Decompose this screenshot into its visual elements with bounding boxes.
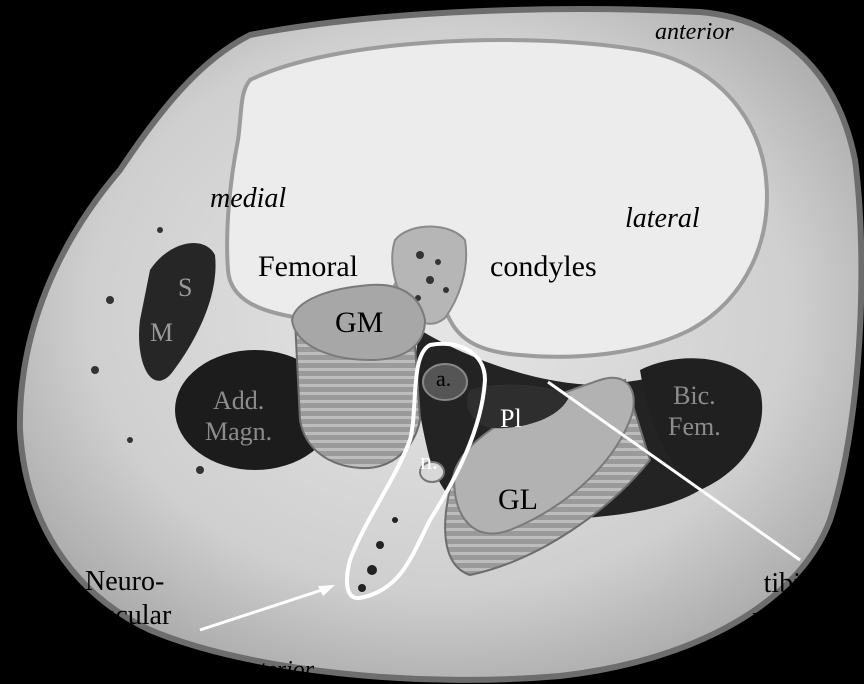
- label-tibial-line1: tibial: [752, 567, 833, 601]
- label-add-magn: Add. Magn.: [205, 385, 272, 447]
- label-posterior: posterior: [226, 658, 314, 682]
- label-bic-fem-line1: Bic.: [668, 380, 721, 411]
- label-s: S: [178, 275, 192, 301]
- label-add-magn-line2: Magn.: [205, 416, 272, 447]
- label-neurovascular-tract: Neuro- vascular tract: [78, 565, 171, 666]
- label-a: a.: [436, 368, 451, 390]
- label-condyles: condyles: [490, 252, 597, 282]
- label-bic-fem-line2: Fem.: [668, 411, 721, 442]
- label-gm: GM: [335, 308, 383, 338]
- label-pl: Pl: [500, 406, 522, 432]
- label-lateral: lateral: [625, 205, 700, 233]
- label-anterior: anterior: [655, 20, 734, 44]
- label-neuro-line3: tract: [78, 632, 171, 666]
- label-add-magn-line1: Add.: [205, 385, 272, 416]
- label-tibial-plateau: tibial plateau: [752, 567, 833, 634]
- label-neuro-line2: vascular: [78, 599, 171, 633]
- label-bic-fem: Bic. Fem.: [668, 380, 721, 442]
- label-gl: GL: [498, 485, 538, 515]
- label-femoral: Femoral: [258, 252, 358, 282]
- label-n: n.: [420, 450, 438, 474]
- label-m: M: [150, 320, 173, 346]
- label-medial: medial: [210, 185, 286, 213]
- label-tibial-line2: plateau: [752, 601, 833, 635]
- label-neuro-line1: Neuro-: [78, 565, 171, 599]
